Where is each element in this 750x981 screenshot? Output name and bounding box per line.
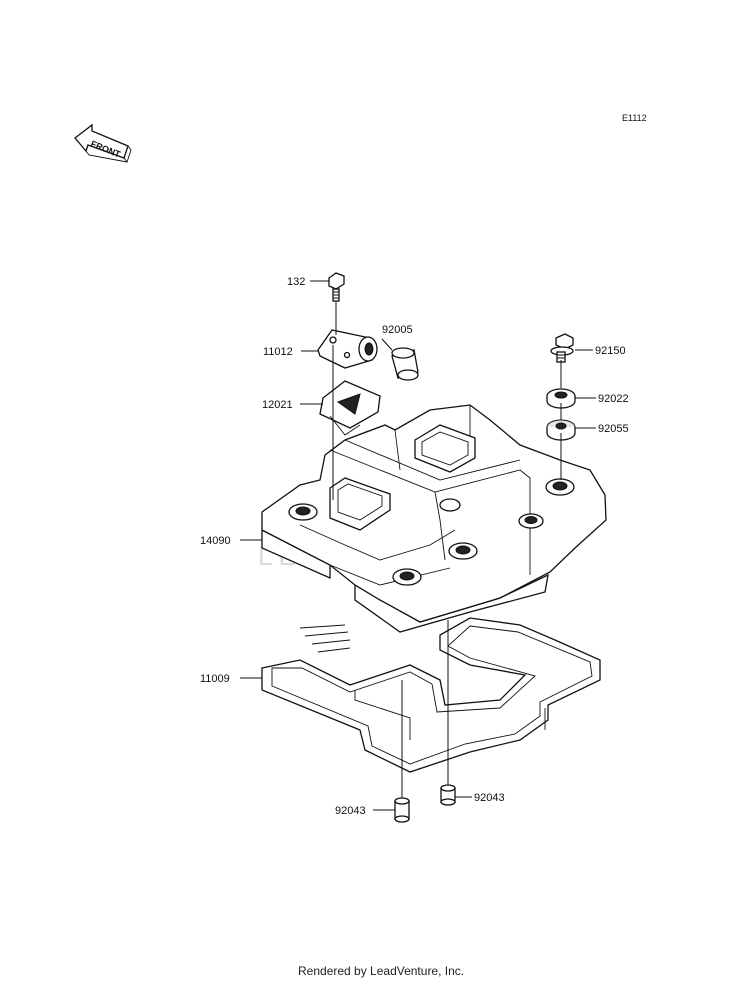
label-12021[interactable]: 12021 <box>262 399 293 411</box>
fitting-92005 <box>391 347 419 381</box>
label-92022[interactable]: 92022 <box>598 393 629 405</box>
label-92005[interactable]: 92005 <box>382 324 413 336</box>
dowel-92043-right <box>440 784 456 806</box>
plate-12021 <box>319 380 381 436</box>
footer-credit: Rendered by LeadVenture, Inc. <box>298 964 464 978</box>
label-92043-left[interactable]: 92043 <box>335 805 366 817</box>
part-labels: 132 11012 92005 12021 92150 92022 92055 … <box>200 276 629 817</box>
label-11009[interactable]: 11009 <box>200 673 230 685</box>
dowel-92043-left <box>394 797 410 823</box>
leader-lines <box>240 280 596 811</box>
breather-cover-11012 <box>317 329 378 369</box>
bolt-132 <box>328 272 345 302</box>
label-14090[interactable]: 14090 <box>200 535 231 547</box>
washer-92022 <box>546 388 576 409</box>
front-arrow-icon: FRONT <box>74 123 132 163</box>
label-92150[interactable]: 92150 <box>595 345 626 357</box>
label-11012[interactable]: 11012 <box>263 346 293 358</box>
label-92043-right[interactable]: 92043 <box>474 792 505 804</box>
bolt-92150 <box>550 333 574 363</box>
grommet-92055 <box>546 419 576 441</box>
cylinder-head-cover <box>261 404 607 633</box>
label-92055[interactable]: 92055 <box>598 423 629 435</box>
head-cover-gasket <box>261 617 601 773</box>
label-132[interactable]: 132 <box>287 276 305 288</box>
diagram-code: E1112 <box>622 113 647 123</box>
assembly-lines <box>332 301 562 798</box>
